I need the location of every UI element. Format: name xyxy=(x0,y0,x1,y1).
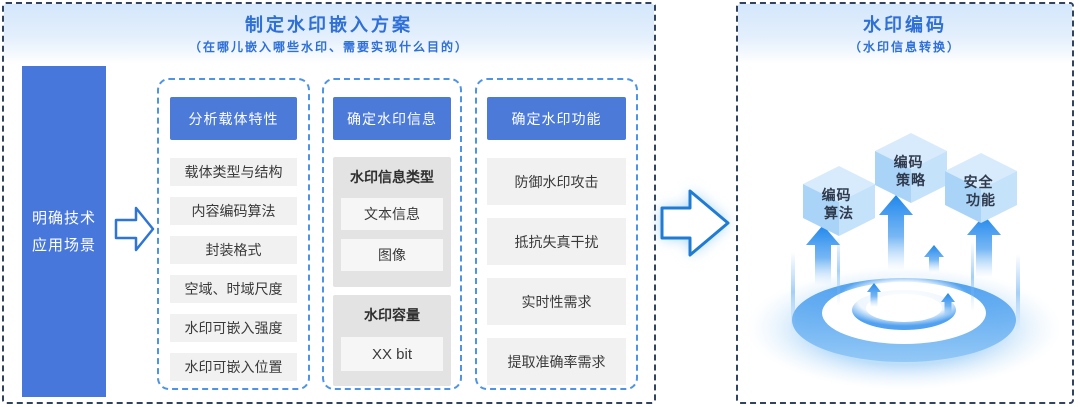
list-item: 抵抗失真干扰 xyxy=(487,218,626,265)
list-item: 图像 xyxy=(341,239,443,271)
list-item: 载体类型与结构 xyxy=(170,158,297,186)
embedding-scheme-panel: 制定水印嵌入方案 （在哪儿嵌入哪些水印、需要实现什么目的） 明确技术 应用场景 … xyxy=(2,2,656,404)
right-panel-title: 水印编码 xyxy=(863,14,947,35)
encoding-platform-illustration: 编码 算法 编码 策略 安全 功 xyxy=(746,133,1062,390)
cube-label: 编码 算法 xyxy=(822,187,857,221)
list-item: 水印可嵌入位置 xyxy=(170,353,297,381)
scene-box-line2: 应用场景 xyxy=(31,236,96,254)
column2-header: 确定水印信息 xyxy=(333,97,451,140)
list-item: 防御水印攻击 xyxy=(487,158,626,205)
left-panel-header: 制定水印嵌入方案 （在哪儿嵌入哪些水印、需要实现什么目的） xyxy=(4,4,654,64)
list-item: 空域、时域尺度 xyxy=(170,275,297,303)
group-label: 水印信息类型 xyxy=(350,169,434,185)
technical-scenario-box: 明确技术 应用场景 xyxy=(22,66,106,397)
list-item: 提取准确率需求 xyxy=(487,338,626,385)
right-panel-subtitle: （水印信息转换） xyxy=(848,39,961,54)
cube-label: 安全 功能 xyxy=(964,174,999,208)
list-item: 封装格式 xyxy=(170,236,297,264)
carrier-analysis-column: 分析载体特性 载体类型与结构 内容编码算法 封装格式 空域、时域尺度 水印可嵌入… xyxy=(157,78,310,390)
watermark-function-column: 确定水印功能 防御水印攻击 抵抗失真干扰 实时性需求 提取准确率需求 xyxy=(475,78,638,390)
column3-header: 确定水印功能 xyxy=(487,97,626,140)
rising-arrows xyxy=(806,195,1001,317)
right-panel-header: 水印编码 （水印信息转换） xyxy=(738,4,1072,64)
light-streaks xyxy=(791,236,1020,332)
list-item: 内容编码算法 xyxy=(170,197,297,225)
list-item: XX bit xyxy=(341,337,443,371)
cube-encoding-algorithm: 编码 算法 xyxy=(803,166,875,236)
list-item: 水印可嵌入强度 xyxy=(170,314,297,342)
watermark-info-column: 确定水印信息 水印信息类型 文本信息 图像 水印容量 XX bit xyxy=(322,78,462,390)
cube-encoding-strategy: 编码 策略 xyxy=(875,133,947,203)
platform-rings xyxy=(746,266,1062,390)
cube-security-function: 安全 功能 xyxy=(945,153,1017,223)
info-type-group: 水印信息类型 文本信息 图像 xyxy=(333,157,451,287)
group-label: 水印容量 xyxy=(364,307,420,323)
left-panel-subtitle: （在哪儿嵌入哪些水印、需要实现什么目的） xyxy=(188,39,469,54)
left-panel-title: 制定水印嵌入方案 xyxy=(245,14,413,35)
right-arrow-icon xyxy=(114,206,155,252)
list-item: 文本信息 xyxy=(341,198,443,230)
list-item: 实时性需求 xyxy=(487,278,626,325)
watermark-encoding-panel: 水印编码 （水印信息转换） xyxy=(736,2,1074,404)
scene-box-line1: 明确技术 xyxy=(31,209,96,227)
flow-arrow-icon xyxy=(660,189,730,257)
column1-header: 分析载体特性 xyxy=(170,97,297,140)
capacity-group: 水印容量 XX bit xyxy=(333,295,451,386)
cube-label: 编码 策略 xyxy=(894,154,929,188)
